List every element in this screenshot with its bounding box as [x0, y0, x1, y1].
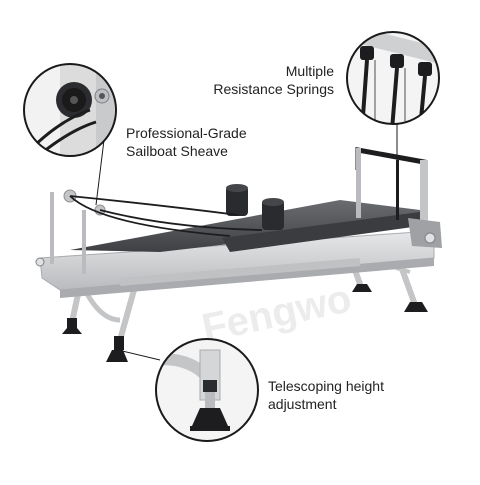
sheave-callout-line2: Sailboat Sheave: [126, 143, 228, 159]
springs-callout-line2: Resistance Springs: [213, 81, 334, 97]
ropes: [69, 195, 263, 237]
carriage-pad: [70, 200, 420, 252]
sheave-callout-line1: Professional-Grade: [126, 125, 247, 141]
springs-callout-line1: Multiple: [285, 63, 334, 79]
height-callout-label: Telescoping height adjustment: [268, 377, 384, 413]
watermark: Fengwo: [198, 276, 355, 350]
shoulder-blocks: [226, 184, 284, 230]
leg-front-mid: [106, 287, 137, 362]
height-callout-line1: Telescoping height: [268, 378, 384, 394]
reformer-machine: [35, 147, 442, 362]
sheave-zoom-circle: [23, 63, 117, 206]
springs-callout-label: Multiple Resistance Springs: [210, 62, 334, 98]
height-callout-line2: adjustment: [268, 396, 337, 412]
foot-zoom-circle: [117, 338, 259, 442]
sheave-callout-label: Professional-Grade Sailboat Sheave: [126, 124, 247, 160]
